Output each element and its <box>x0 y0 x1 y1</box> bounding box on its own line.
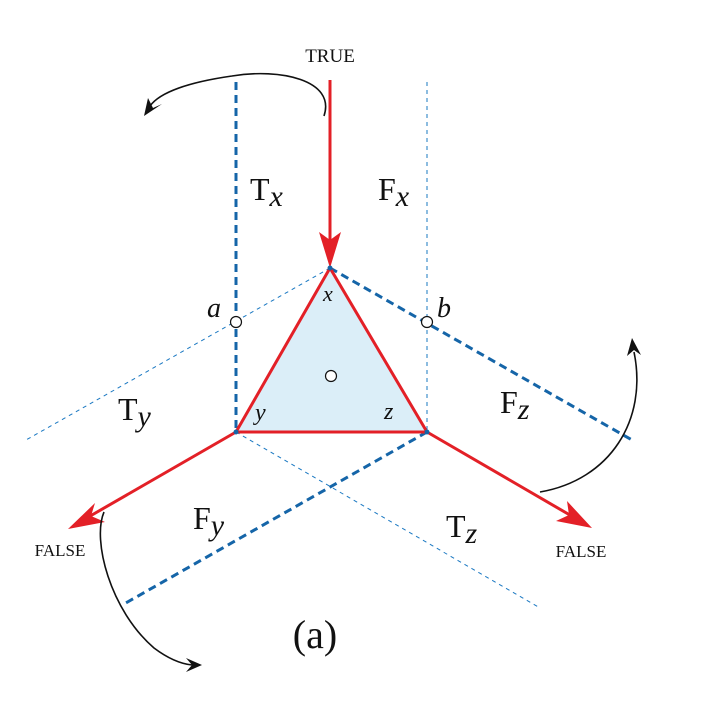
region-label-tx: Tx <box>250 171 284 213</box>
vertex-label-y: y <box>253 400 266 426</box>
point-b-marker <box>420 315 434 329</box>
region-label-ty: Ty <box>118 391 152 433</box>
vertex-label-x: x <box>322 281 333 306</box>
region-label-fx: Fx <box>378 171 410 213</box>
true-label: TRUE <box>305 46 355 67</box>
false-right-arrow-shaft <box>426 430 576 520</box>
false-right-arrow-head <box>556 501 592 528</box>
rotation-arc-top <box>149 72 327 117</box>
false-left-arrow-head <box>68 503 105 529</box>
rotation-arc-left-head <box>186 658 202 672</box>
vertex-dot-x <box>327 265 333 271</box>
vertex-label-z: z <box>383 399 394 425</box>
rotation-arc-top-head <box>144 98 162 116</box>
thin-dashed-line-bottom-diagonal <box>235 431 541 609</box>
rotation-arc-left <box>99 511 193 666</box>
rotation-arc-right-head <box>627 338 641 356</box>
false-left-arrow-shaft <box>84 430 237 521</box>
thin-dashed-line-left-diagonal <box>25 267 331 441</box>
point-a-marker <box>229 315 243 329</box>
thick-dashed-line-right-diagonal <box>329 266 633 442</box>
region-label-tz: Tz <box>446 508 478 550</box>
false-right-label: FALSE <box>556 542 607 561</box>
true-arrow-head <box>319 232 341 268</box>
point-b-label: b <box>437 293 451 324</box>
vertex-dot-z <box>424 429 430 435</box>
figure-caption: (a) <box>293 612 337 657</box>
false-left-label: FALSE <box>35 541 86 560</box>
rotation-arc-right <box>539 351 638 493</box>
thick-dashed-line-bottom-diagonal <box>123 430 428 606</box>
centroid-marker <box>324 369 338 383</box>
region-label-fy: Fy <box>193 500 225 542</box>
central-triangle <box>233 265 430 434</box>
point-a-label: a <box>207 293 221 324</box>
region-label-fz: Fz <box>500 384 530 426</box>
vertex-dot-y <box>233 429 239 435</box>
